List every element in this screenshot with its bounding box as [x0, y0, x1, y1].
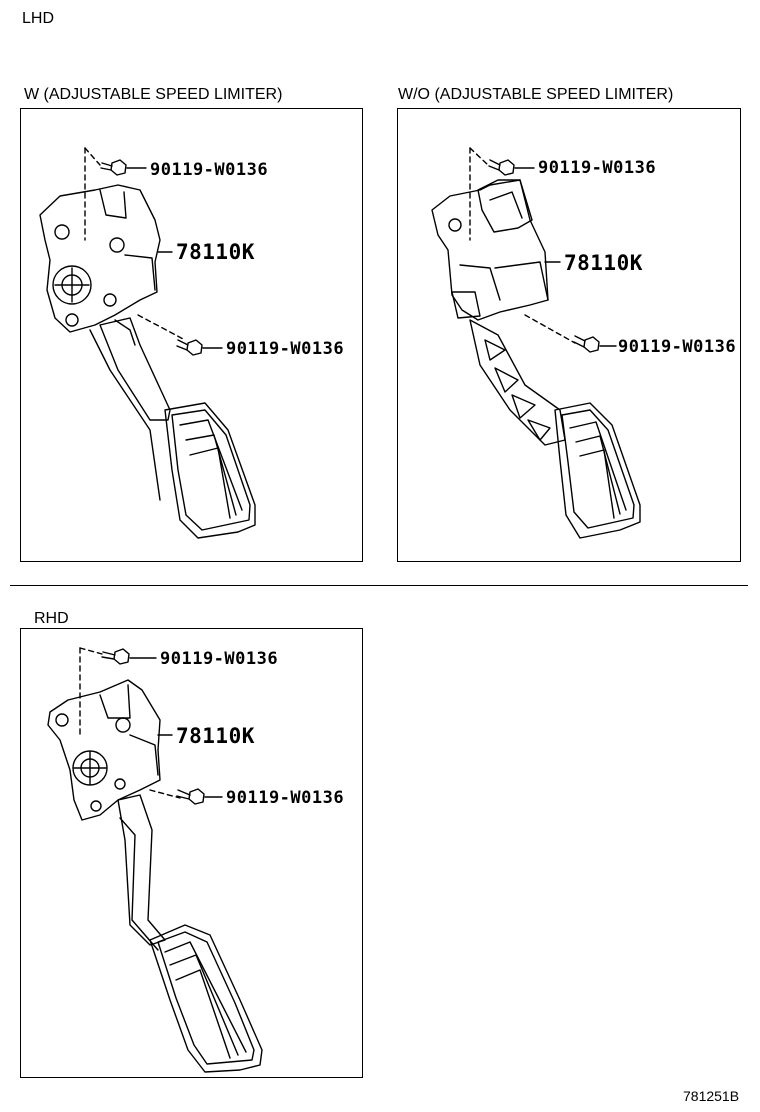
bolt-part-number-bottom: 90119-W0136	[618, 337, 737, 357]
bolt-part-number-bottom: 90119-W0136	[226, 339, 345, 359]
pedal-assy-part-number: 78110K	[176, 240, 255, 264]
bolt-part-number-bottom: 90119-W0136	[226, 788, 345, 808]
bolt-icon	[100, 159, 127, 176]
accelerator-pedal-icon	[431, 147, 641, 539]
pedal-assy-part-number: 78110K	[564, 251, 643, 275]
lhd-label: LHD	[22, 10, 55, 27]
rhd-label: RHD	[34, 610, 69, 627]
accelerator-pedal-icon	[47, 647, 263, 1073]
bolt-part-number-top: 90119-W0136	[538, 158, 657, 178]
bolt-icon	[573, 335, 600, 353]
panel-lhd-with-limiter	[20, 108, 363, 562]
bolt-icon	[101, 648, 130, 665]
pedal-assy-part-number: 78110K	[176, 724, 255, 748]
panel-rhd	[20, 628, 363, 1078]
panel-lhd-without-limiter	[397, 108, 741, 562]
diagram-code: 781251B	[683, 1088, 740, 1104]
panel-title-with-limiter: W (ADJUSTABLE SPEED LIMITER)	[24, 86, 283, 103]
bolt-icon	[488, 159, 515, 176]
accelerator-pedal-icon	[39, 147, 256, 539]
bolt-part-number-top: 90119-W0136	[150, 160, 269, 180]
bolt-part-number-top: 90119-W0136	[160, 649, 279, 669]
bolt-icon	[176, 788, 205, 805]
section-divider	[10, 585, 748, 586]
bolt-icon	[176, 339, 203, 356]
panel-title-without-limiter: W/O (ADJUSTABLE SPEED LIMITER)	[398, 86, 674, 103]
